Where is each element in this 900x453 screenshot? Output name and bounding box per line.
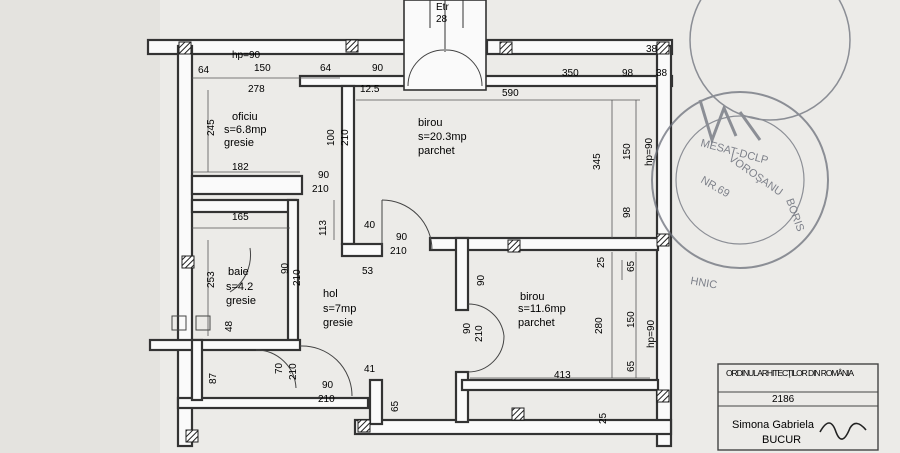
dim: 150 — [626, 311, 637, 328]
dim: 65 — [626, 360, 637, 372]
room-name: hol — [323, 288, 338, 300]
dim: 253 — [206, 271, 217, 288]
label-top-b: 28 — [436, 14, 448, 25]
dim: 87 — [208, 372, 219, 384]
architect-stamp: ORDINUL ARHITECŢILOR DIN ROMÂNIA 2186 Si… — [717, 363, 879, 451]
dimension-labels: hp=90 150 64 64 90 350 98 38 38 278 12.5… — [198, 44, 668, 424]
dim: 413 — [554, 370, 571, 381]
dim: 280 — [594, 317, 605, 334]
dim: 12.5 — [360, 84, 380, 95]
room-oficiu: oficiu s=6.8mp gresie — [224, 111, 267, 149]
dim: 38 — [656, 68, 668, 79]
room-birou-small: birou s=11.6mp parchet — [518, 291, 566, 329]
room-birou-large: birou s=20.3mp parchet — [418, 117, 467, 157]
dim: 590 — [502, 88, 519, 99]
room-baie: baie s=4.2 gresie — [226, 266, 256, 307]
dim: 40 — [364, 220, 376, 231]
dim: 210 — [390, 246, 407, 257]
dim-hp: hp=90 — [644, 137, 655, 166]
dim: 345 — [592, 153, 603, 170]
dim-hp: hp=90 — [232, 50, 261, 61]
stamp-org: ORDINUL ARHITECŢILOR DIN ROMÂNIA — [726, 368, 854, 378]
seal-text-5: HNIC — [689, 275, 718, 291]
dim: 210 — [312, 184, 329, 195]
dim: 182 — [232, 162, 249, 173]
dim: 210 — [340, 129, 351, 146]
room-area: s=20.3mp — [418, 131, 467, 143]
dim: 150 — [254, 63, 271, 74]
signature — [819, 422, 867, 440]
room-area: s=4.2 — [226, 281, 253, 293]
dim: 90 — [476, 274, 487, 286]
door-swings — [229, 199, 505, 397]
dim: 41 — [364, 364, 376, 375]
dim: 48 — [224, 320, 235, 332]
room-area: s=11.6mp — [518, 303, 566, 315]
dim: 38 — [646, 44, 658, 55]
dim: 90 — [322, 380, 334, 391]
room-floor: parchet — [518, 317, 555, 329]
dim: 210 — [474, 325, 485, 342]
dim: 150 — [622, 143, 633, 160]
room-floor: parchet — [418, 145, 455, 157]
dim: 70 — [274, 362, 285, 374]
dim: 278 — [248, 84, 265, 95]
entrance-door-top: Etr 28 — [403, 0, 487, 91]
dim: 53 — [362, 266, 374, 277]
room-area: s=7mp — [323, 303, 356, 315]
dim: 90 — [396, 232, 408, 243]
dim: 210 — [292, 269, 303, 286]
dim: 90 — [372, 63, 384, 74]
room-name: birou — [418, 117, 442, 129]
dim: 350 — [562, 68, 579, 79]
dim: 90 — [318, 170, 330, 181]
dim: 210 — [288, 363, 299, 380]
dimension-lines — [192, 77, 650, 379]
dim: 90 — [462, 322, 473, 334]
dim: 245 — [206, 119, 217, 136]
dim: 65 — [626, 260, 637, 272]
dim: 64 — [320, 63, 332, 74]
shafts — [171, 315, 211, 331]
dim: 25 — [598, 412, 609, 424]
dim-hp: hp=90 — [646, 319, 657, 348]
room-hol: hol s=7mp gresie — [323, 288, 356, 329]
dim: 64 — [198, 65, 210, 76]
dim: 210 — [318, 394, 335, 405]
dim: 100 — [326, 129, 337, 146]
room-name: baie — [228, 266, 249, 278]
room-name: birou — [520, 291, 544, 303]
label-top-a: Etr — [436, 2, 449, 13]
dim: 98 — [622, 206, 633, 218]
dim: 65 — [390, 400, 401, 412]
room-name: oficiu — [232, 111, 258, 123]
dim: 25 — [596, 256, 607, 268]
dim: 98 — [622, 68, 634, 79]
dim: 113 — [318, 220, 329, 236]
stamp-name-1: Simona Gabriela — [732, 419, 815, 431]
room-area: s=6.8mp — [224, 124, 267, 136]
columns — [178, 39, 670, 443]
room-floor: gresie — [224, 137, 254, 149]
room-floor: gresie — [226, 295, 256, 307]
stamp-number: 2186 — [772, 394, 795, 405]
dim: 165 — [232, 212, 249, 223]
dim: 90 — [280, 262, 291, 274]
room-floor: gresie — [323, 317, 353, 329]
stamp-name-2: BUCUR — [762, 434, 801, 446]
round-seal-stamp — [651, 0, 851, 269]
interior-walls — [148, 84, 660, 426]
